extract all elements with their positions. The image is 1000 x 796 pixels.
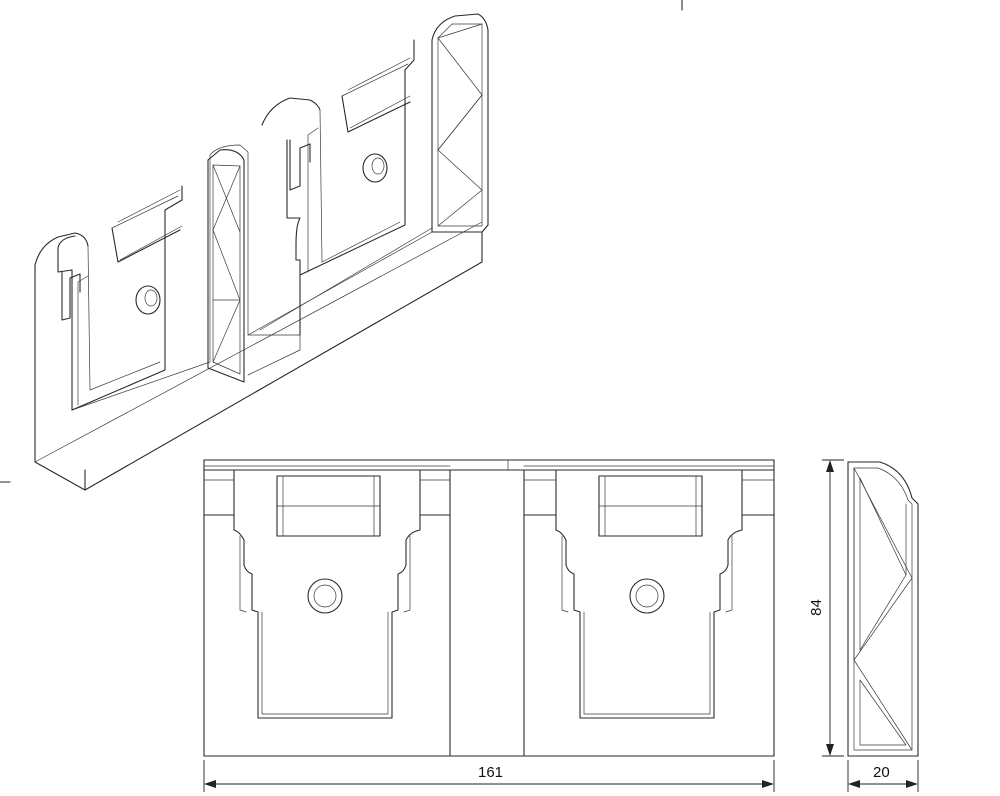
- front-cell-left: [203, 469, 451, 719]
- iso-divider-plate: [207, 149, 245, 383]
- dimension-height-label: 84: [807, 599, 825, 616]
- iso-end-plate: [431, 13, 489, 233]
- dimension-width: [203, 760, 775, 792]
- dimension-width-label: 161: [478, 764, 504, 781]
- isometric-view: [34, 13, 489, 491]
- dimension-height: [822, 459, 844, 757]
- side-view: [847, 461, 919, 757]
- iso-pocket-right: [261, 39, 415, 336]
- front-view: [203, 459, 775, 757]
- iso-pocket-left: [57, 185, 183, 411]
- dimension-depth: [847, 760, 919, 792]
- dimension-depth-label: 20: [873, 764, 890, 781]
- front-cell-right: [523, 469, 775, 719]
